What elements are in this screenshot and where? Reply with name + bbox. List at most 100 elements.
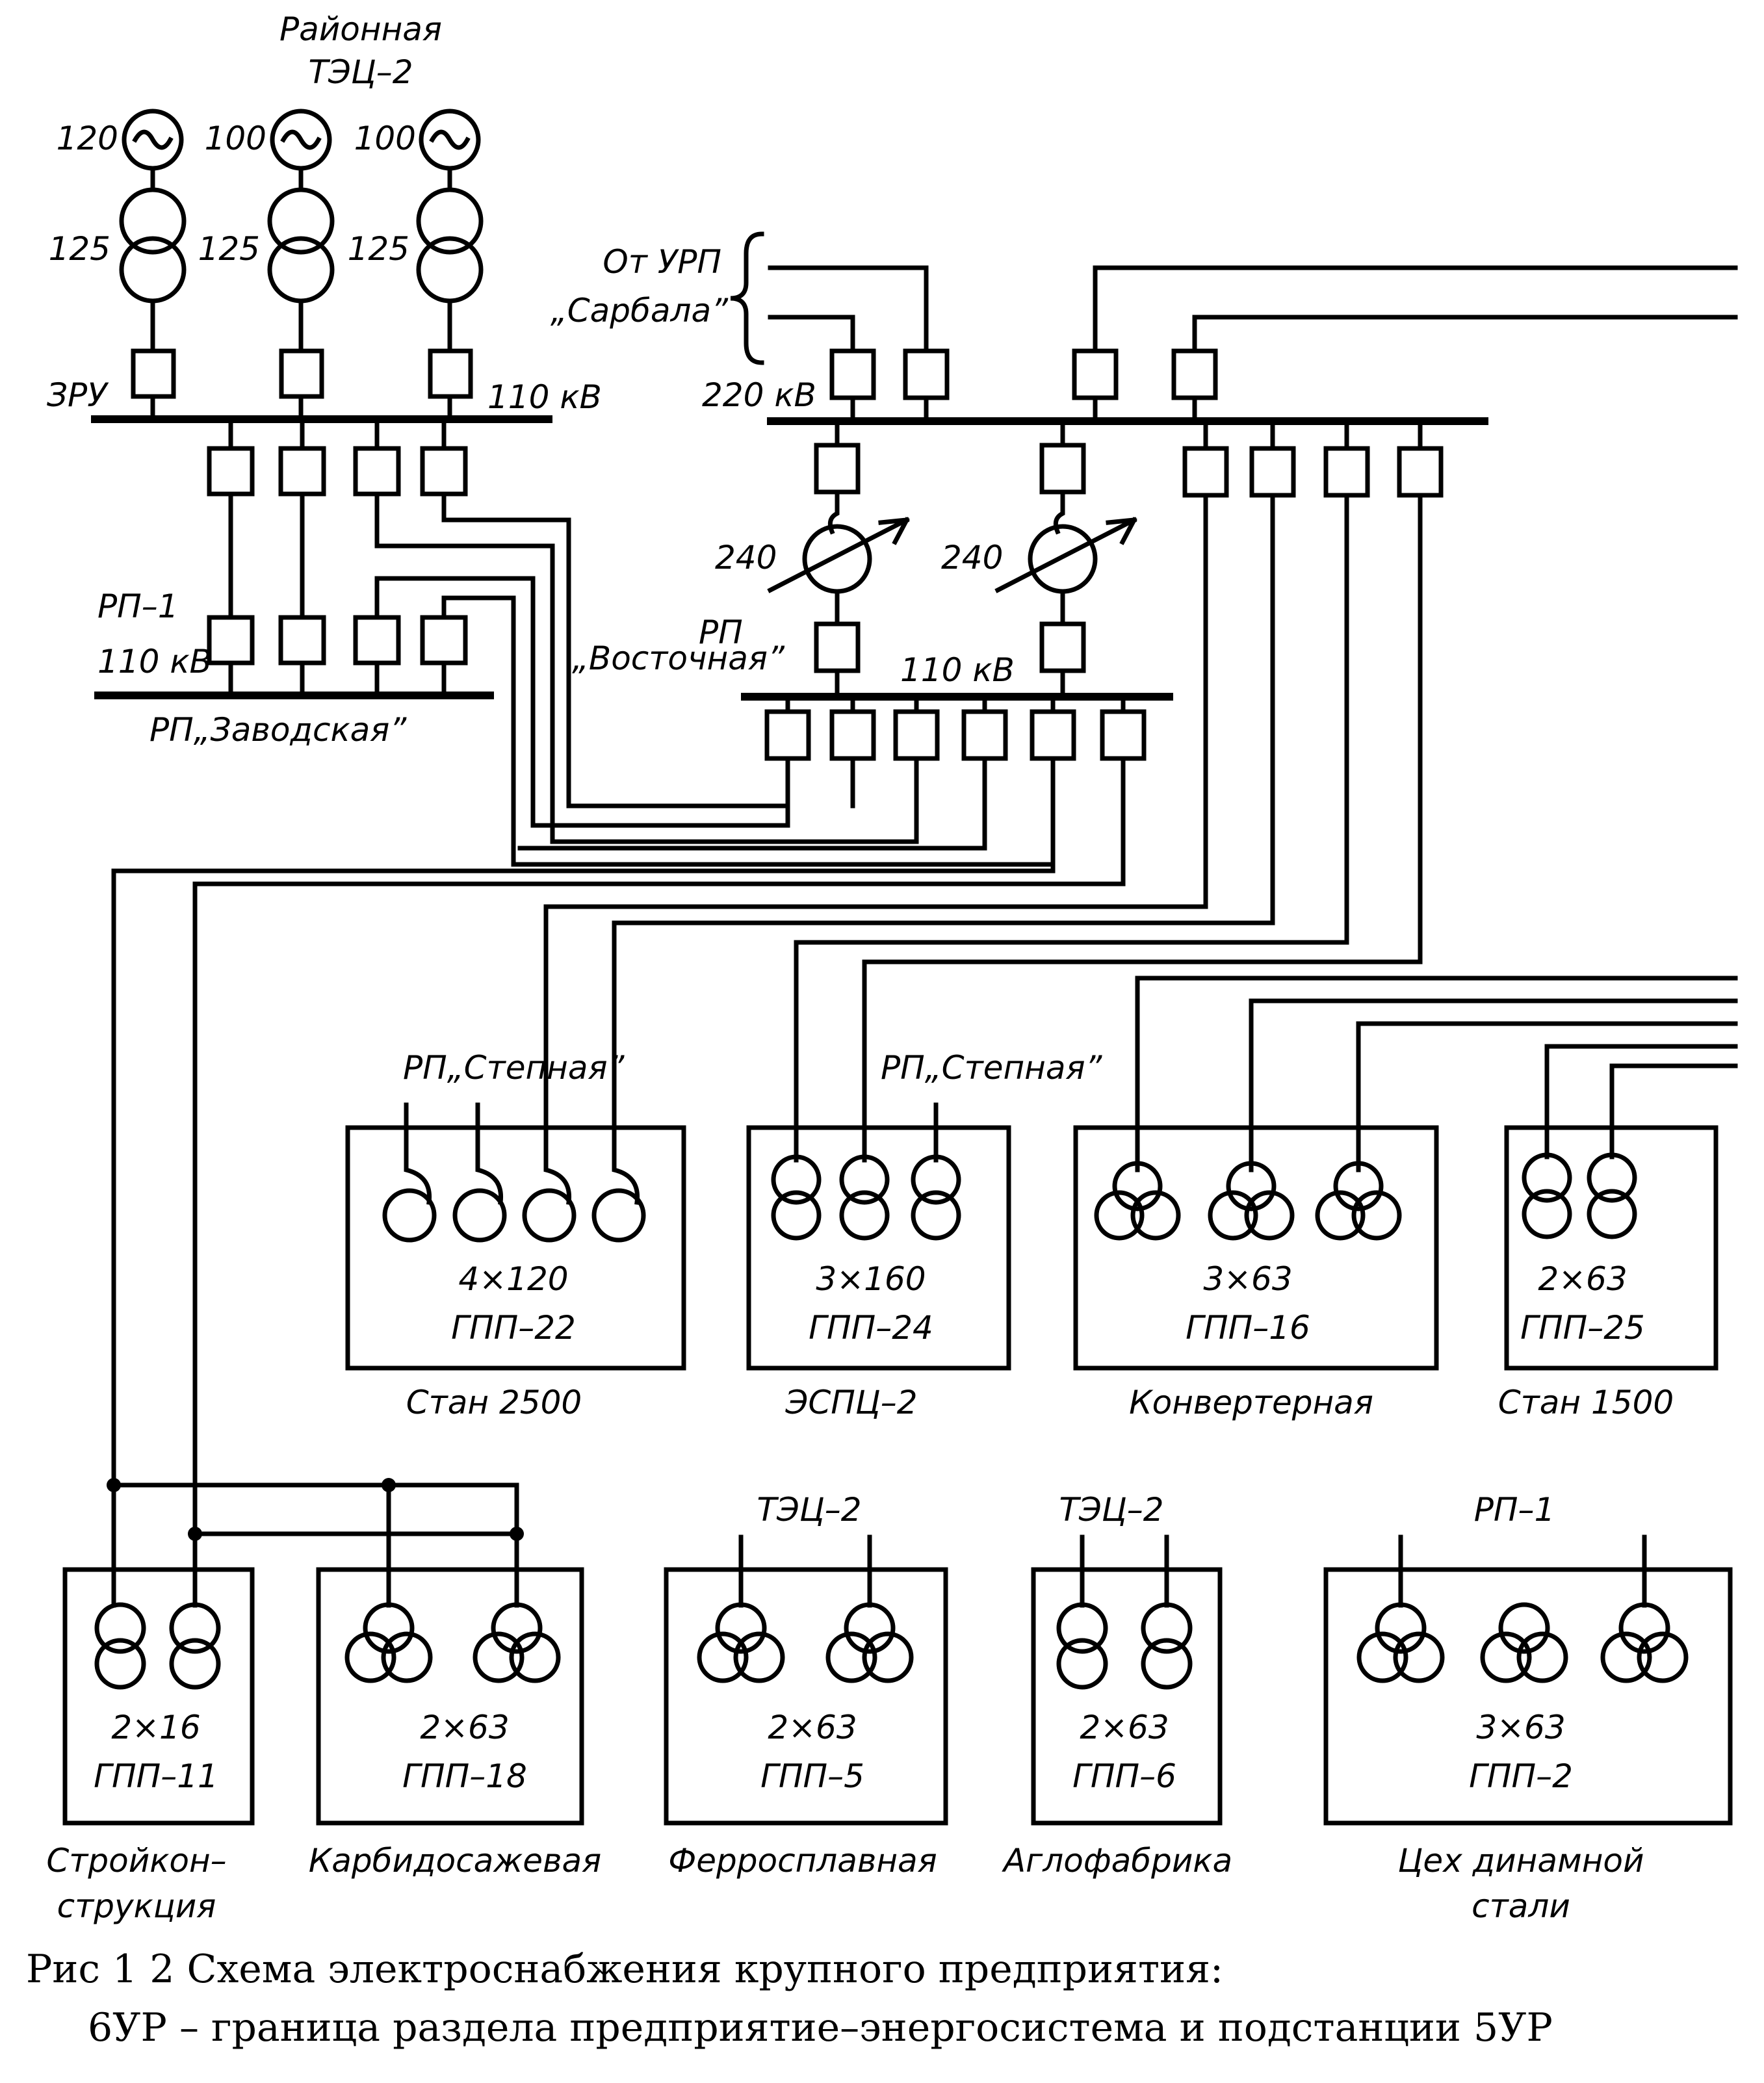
three-winding-transformer-icon <box>363 1602 415 1654</box>
rp1-name: РП„Заводская” <box>149 711 407 749</box>
urp-label-line1: От УРП <box>603 243 721 281</box>
substation-name: ГПП–16 <box>1186 1309 1310 1347</box>
figure-caption-line1: Рис 1 2 Схема электроснабжения крупного … <box>26 1947 1223 1992</box>
substation-gpp2: РП–1 3×63 ГПП–2 Цех динамной стали <box>1323 1491 1733 1925</box>
breaker-icon <box>814 443 861 495</box>
rp1-block: РП–1 110 кВ РП„Заводская” <box>94 491 1056 867</box>
breaker-icon <box>1171 348 1218 400</box>
substation-rating: 2×63 <box>420 1709 509 1746</box>
rp-east-block: РП „Восточная” 110 кВ <box>111 491 1173 1536</box>
substation-caption: Конвертерная <box>1129 1384 1373 1421</box>
substation-box <box>62 1567 255 1826</box>
breaker-icon <box>1030 709 1076 761</box>
feed-label: ТЭЦ–2 <box>757 1491 861 1529</box>
three-winding-transformer-icon <box>1375 1602 1427 1654</box>
substation-caption: Аглофабрика <box>1002 1842 1232 1880</box>
tec-title-line1: Районная <box>279 10 442 48</box>
breaker-icon <box>764 709 811 761</box>
breaker-icon <box>279 348 324 399</box>
substation-box <box>1073 1125 1439 1371</box>
substation-caption: Цех динамной <box>1398 1842 1644 1880</box>
urp-label-line2: „Сарбала” <box>551 292 729 330</box>
three-winding-transformer-icon <box>844 1602 896 1654</box>
feed-label: РП„Степная” <box>881 1049 1103 1087</box>
regulation-arrow-icon <box>767 517 910 593</box>
autotransformer-icon <box>802 524 872 594</box>
breaker-icon <box>420 446 468 497</box>
transformer-icon <box>416 187 484 255</box>
autotransformer-rating: 240 <box>715 539 777 576</box>
rp-east-label-line1: РП <box>699 614 743 651</box>
three-winding-transformer-icon <box>1333 1161 1384 1211</box>
tec-block: Районная ТЭЦ–2 120 100 100 125 125 125 <box>47 10 602 497</box>
substation-caption-line2: струкция <box>57 1887 216 1925</box>
zru-label: ЗРУ <box>47 376 109 414</box>
substation-gpp25: 2×63 ГПП–25 Стан 1500 <box>1498 1122 1719 1421</box>
substation-box <box>664 1567 948 1826</box>
gen-rating: 120 <box>57 120 118 157</box>
urp-voltage: 220 кВ <box>702 376 816 414</box>
substation-name: ГПП–6 <box>1072 1757 1176 1795</box>
transformer-icon <box>839 1154 890 1205</box>
feed-label: РП–1 <box>1474 1491 1555 1529</box>
breaker-icon <box>961 709 1008 761</box>
substation-name: ГПП–24 <box>809 1309 933 1347</box>
substation-gpp6: ТЭЦ–2 2×63 ГПП–6 Аглофабрика <box>1002 1491 1232 1880</box>
brace-icon <box>730 231 764 365</box>
breaker-icon <box>893 709 940 761</box>
feed-label: РП„Степная” <box>403 1049 625 1087</box>
transformer-icon <box>267 187 335 255</box>
substation-gpp5: ТЭЦ–2 2×63 ГПП–5 Ферросплавная <box>664 1491 948 1880</box>
substation-name: ГПП–11 <box>94 1757 218 1795</box>
breaker-icon <box>1100 709 1147 761</box>
reactor-icon <box>452 1188 507 1243</box>
rp-east-label-line2: „Восточная” <box>572 640 785 677</box>
substation-gpp24: РП„Степная” 3×160 ГПП–24 ЭСПЦ–2 <box>746 1049 1103 1421</box>
substation-name: ГПП–2 <box>1469 1757 1573 1795</box>
regulation-arrow-icon <box>994 517 1137 593</box>
breaker-icon <box>278 446 326 497</box>
breaker-icon <box>353 615 401 666</box>
transformer-icon <box>169 1602 221 1654</box>
substation-box <box>1323 1567 1733 1826</box>
transformer-icon <box>119 187 187 255</box>
tec-title-line2: ТЭЦ–2 <box>308 53 413 91</box>
substation-caption: Стройкон– <box>46 1842 226 1880</box>
sine-icon <box>280 129 322 150</box>
breaker-icon <box>131 348 176 399</box>
breaker-icon <box>1397 446 1444 498</box>
substation-name: ГПП–25 <box>1520 1309 1645 1347</box>
substation-rating: 2×63 <box>1080 1709 1169 1746</box>
transformer-rating: 125 <box>49 230 110 268</box>
figure-caption-line2: 6УР – граница раздела предприятие–энерго… <box>88 2005 1553 2051</box>
reactor-icon <box>591 1188 646 1243</box>
breaker-icon <box>1182 446 1229 498</box>
breaker-icon <box>353 446 401 497</box>
rp-east-voltage: 110 кВ <box>900 651 1015 689</box>
three-winding-transformer-icon <box>1498 1602 1550 1654</box>
breaker-icon <box>1039 621 1086 673</box>
feed-label: ТЭЦ–2 <box>1059 1491 1163 1529</box>
breaker-icon <box>1249 446 1296 498</box>
substation-gpp16: 3×63 ГПП–16 Конвертерная <box>1073 1122 1439 1421</box>
substation-caption: Стан 1500 <box>1498 1384 1674 1421</box>
substation-name: ГПП–22 <box>451 1309 576 1347</box>
junction-dot <box>510 1527 524 1541</box>
junction-dot <box>382 1478 396 1492</box>
feeder-line <box>111 868 1056 1536</box>
transformer-rating: 125 <box>348 230 409 268</box>
substation-gpp18: 2×63 ГПП–18 Карбидосажевая <box>309 1567 601 1880</box>
substation-box <box>345 1125 686 1371</box>
substation-gpp11: 2×16 ГПП–11 Стройкон– струкция <box>46 1531 255 1925</box>
substation-rating: 3×63 <box>1476 1709 1565 1746</box>
breaker-icon <box>829 348 876 400</box>
substation-gpp22: РП„Степная” 4×120 ГПП–22 Стан 2500 <box>345 1049 686 1421</box>
transformer-icon <box>1587 1152 1637 1203</box>
feeder-line <box>192 756 1126 1536</box>
feeders-top <box>543 493 1738 1127</box>
breaker-icon <box>814 621 861 673</box>
substation-rating: 2×63 <box>1538 1260 1627 1298</box>
junction-dot <box>107 1478 121 1492</box>
substation-caption: Ферросплавная <box>668 1842 937 1880</box>
